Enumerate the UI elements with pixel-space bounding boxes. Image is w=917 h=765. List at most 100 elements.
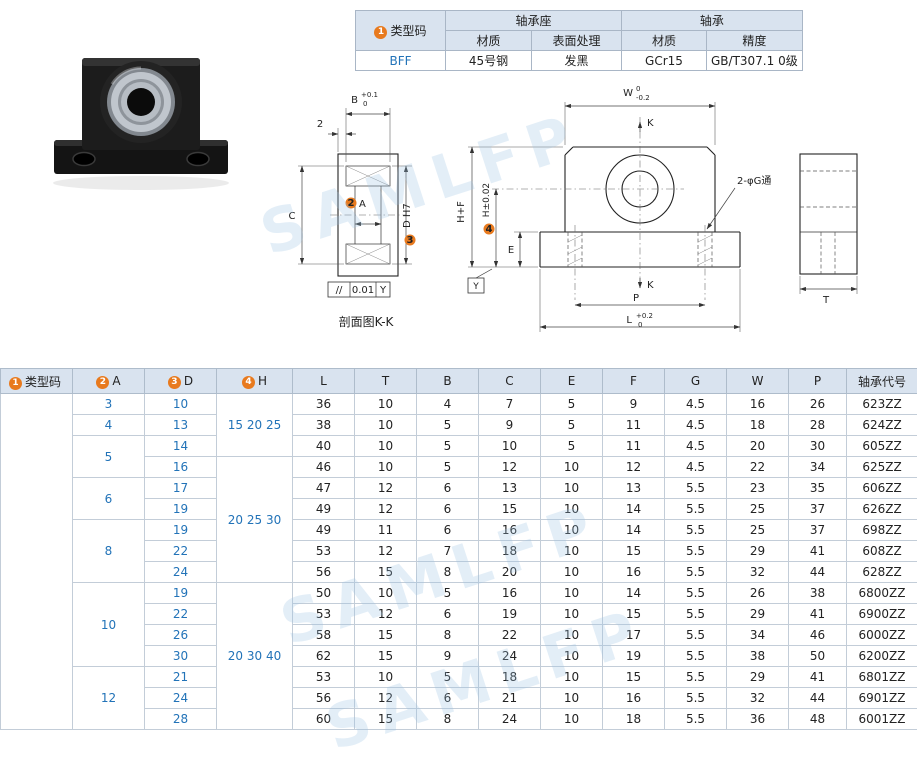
cell: 25 — [727, 520, 789, 541]
col-header-c: C — [479, 369, 541, 394]
cell: 4.5 — [665, 415, 727, 436]
cell: 47 — [293, 478, 355, 499]
cell: 48 — [789, 709, 847, 730]
cell: 26 — [727, 583, 789, 604]
col-header-bearing-code: 轴承代号 — [847, 369, 917, 394]
dim-w-tol-upper: 0 — [636, 85, 640, 93]
cell: 36 — [293, 394, 355, 415]
cell: 15 — [479, 499, 541, 520]
dim-w-label: W — [623, 88, 633, 99]
cell: 19 — [479, 604, 541, 625]
spec-header-surface: 表面处理 — [532, 31, 622, 51]
flatness-value: 0.01 — [352, 285, 374, 296]
photo-shadow — [53, 176, 229, 190]
cell: 5.5 — [665, 625, 727, 646]
cell: 24 — [145, 688, 217, 709]
cell: 623ZZ — [847, 394, 917, 415]
cell-h-group: 20 30 40 — [217, 583, 293, 730]
cell: 41 — [789, 667, 847, 688]
spec-header-precision: 精度 — [707, 31, 803, 51]
cell: 6200ZZ — [847, 646, 917, 667]
cell: 10 — [479, 436, 541, 457]
technical-drawing: B +0.1 0 2 C 2 A 3 D H7 // 0.01 Y 剖面图K-K — [240, 72, 917, 364]
cell: 16 — [603, 562, 665, 583]
dim-t-label: T — [822, 295, 830, 306]
cell: 41 — [789, 541, 847, 562]
dim-w-tol-lower: -0.2 — [636, 94, 650, 102]
dim-a-label: A — [359, 199, 366, 210]
cell: 21 — [145, 667, 217, 688]
cell: 10 — [541, 667, 603, 688]
type-code-label: 类型码 — [390, 24, 426, 38]
flatness-symbol: // — [336, 285, 343, 296]
cell: 10 — [355, 394, 417, 415]
cell: 30 — [789, 436, 847, 457]
cell: 22 — [727, 457, 789, 478]
cell: 14 — [145, 436, 217, 457]
cell: 9 — [417, 646, 479, 667]
cell: 38 — [293, 415, 355, 436]
dim-holes-label: 2-φG通 — [737, 175, 771, 187]
cell: 49 — [293, 520, 355, 541]
cell: 38 — [727, 646, 789, 667]
dim-b-label: B — [351, 95, 358, 106]
spec-material1-value: 45号钢 — [446, 51, 532, 71]
cell: 32 — [727, 688, 789, 709]
cell: 11 — [603, 415, 665, 436]
cell: 30 — [145, 646, 217, 667]
col-header-label: D — [184, 374, 193, 388]
col-header-label: H — [258, 374, 267, 388]
cell: 12 — [355, 478, 417, 499]
cell: 16 — [479, 583, 541, 604]
cell: 24 — [479, 646, 541, 667]
cell: 10 — [541, 457, 603, 478]
cell: 24 — [145, 562, 217, 583]
section-caption: 剖面图K-K — [339, 315, 395, 329]
col-header-f: F — [603, 369, 665, 394]
cell: 12 — [355, 688, 417, 709]
cell: 5 — [417, 583, 479, 604]
front-view: W 0 -0.2 K K H+F 4 H±0.02 E 2-φG通 P L +0… — [456, 85, 771, 332]
cell: 18 — [727, 415, 789, 436]
col-header-label: A — [112, 374, 120, 388]
cell: 46 — [293, 457, 355, 478]
cell: 22 — [479, 625, 541, 646]
cell: 15 — [603, 667, 665, 688]
cell: 10 — [73, 583, 145, 667]
product-photo — [46, 44, 236, 192]
cell: 10 — [541, 625, 603, 646]
col-header-t: T — [355, 369, 417, 394]
cell: 8 — [73, 520, 145, 583]
cell: 6901ZZ — [847, 688, 917, 709]
cell: 15 — [355, 646, 417, 667]
cell: 15 — [355, 709, 417, 730]
cell: 56 — [293, 688, 355, 709]
cell: 5.5 — [665, 520, 727, 541]
cell: 10 — [355, 667, 417, 688]
cell: 19 — [145, 520, 217, 541]
datum-y-label: Y — [472, 282, 479, 292]
spec-surface-value: 发黑 — [532, 51, 622, 71]
section-line-k-top: K — [647, 118, 654, 129]
cell: 19 — [145, 499, 217, 520]
dim-d-label: D H7 — [402, 203, 413, 228]
cell: 7 — [479, 394, 541, 415]
cell: 34 — [789, 457, 847, 478]
dim-hf-label: H+F — [456, 201, 467, 223]
cell: 6 — [417, 499, 479, 520]
cell: 18 — [603, 709, 665, 730]
cell: 16 — [479, 520, 541, 541]
cell: 605ZZ — [847, 436, 917, 457]
dim-2-label: 2 — [317, 119, 323, 130]
cell: 8 — [417, 709, 479, 730]
cell: 58 — [293, 625, 355, 646]
flatness-datum: Y — [379, 285, 387, 296]
cell: 11 — [603, 436, 665, 457]
cell: 12 — [355, 541, 417, 562]
